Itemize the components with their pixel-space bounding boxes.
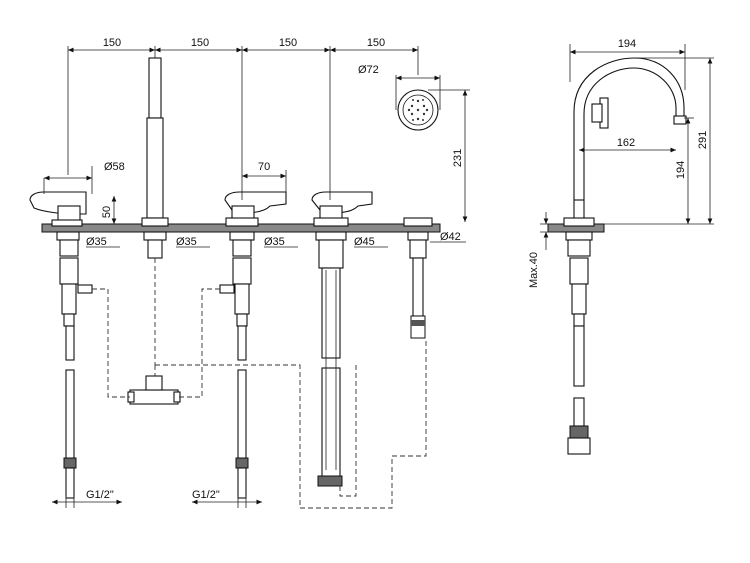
dim-spacing-2: 150 [191, 37, 209, 49]
dim-spacing-3: 150 [279, 37, 297, 49]
side-width: 194 [618, 38, 636, 50]
hose-routing [92, 288, 427, 509]
max-deck-thickness: Max.40 [528, 252, 540, 288]
tee-connector [127, 375, 181, 405]
handshower [397, 89, 439, 339]
diverter-lever [311, 191, 373, 487]
dim-spacing-1: 150 [103, 37, 121, 49]
thread-size-1: G1/2" [86, 489, 114, 501]
side-view: 194 162 194 291 [528, 38, 714, 455]
base-dia-4: Ø45 [354, 236, 375, 248]
handshower-rail [141, 57, 169, 365]
base-dia-5: Ø42 [440, 231, 461, 243]
lever-height: 50 [101, 206, 113, 218]
side-total-height: 291 [697, 131, 709, 149]
lever-diameter: Ø58 [104, 161, 125, 173]
front-view: 150 150 150 150 [29, 37, 470, 509]
side-reach: 162 [617, 137, 635, 149]
middle-lever-valve [219, 191, 287, 499]
base-dia-2: Ø35 [176, 236, 197, 248]
left-lever-valve [29, 191, 93, 499]
base-dia-3: Ø35 [264, 236, 285, 248]
thread-size-2: G1/2" [192, 489, 220, 501]
dim-spacing-4: 150 [367, 37, 385, 49]
handshower-height: 231 [452, 149, 464, 167]
spacing-dimension: 150 150 150 150 [67, 37, 419, 200]
front-labels: Ø72 231 Ø58 50 70 Ø35 Ø35 Ø35 Ø45 Ø42 [43, 64, 470, 508]
side-spout-height: 194 [675, 161, 687, 179]
handshower-head-dia: Ø72 [358, 64, 379, 76]
spout-offset: 70 [258, 161, 270, 173]
base-dia-1: Ø35 [86, 236, 107, 248]
